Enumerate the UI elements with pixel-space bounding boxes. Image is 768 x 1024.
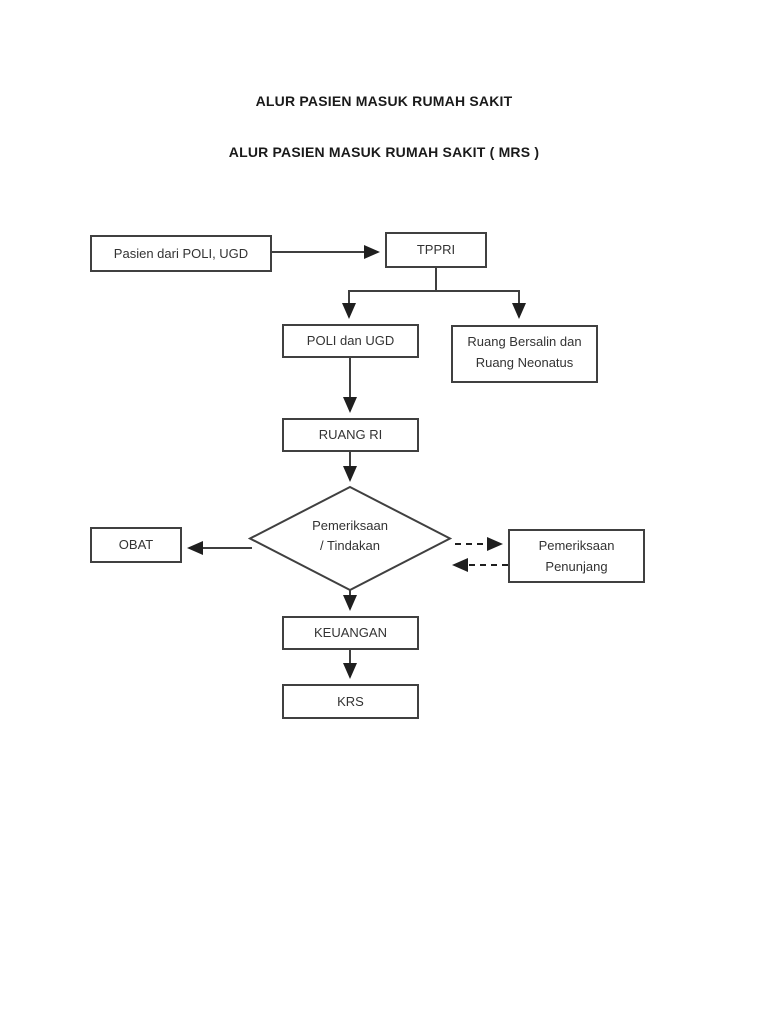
node-krs: KRS [282,684,419,719]
node-ruang-ri: RUANG RI [282,418,419,452]
page-subtitle: ALUR PASIEN MASUK RUMAH SAKIT ( MRS ) [228,144,540,160]
node-label: OBAT [118,537,154,552]
node-label-line2: Ruang Neonatus [475,355,574,370]
node-label-line1: Pemeriksaan [312,518,388,533]
node-label: Pasien dari POLI, UGD [113,245,249,261]
node-label-line1: Pemeriksaan [538,538,615,553]
node-label: RUANG RI [318,427,383,442]
node-keuangan: KEUANGAN [282,616,419,650]
node-label-line2: / Tindakan [320,538,380,553]
node-pemeriksaan-tindakan-label: Pemeriksaan / Tindakan [250,516,450,556]
page-title: ALUR PASIEN MASUK RUMAH SAKIT [255,93,513,109]
node-pasien-dari-poli-ugd: Pasien dari POLI, UGD [90,235,272,272]
node-label-line2: Penunjang [545,559,608,574]
node-label: KEUANGAN [314,625,387,640]
node-pemeriksaan-penunjang: Pemeriksaan Penunjang [508,529,645,583]
node-label: POLI dan UGD [306,333,395,348]
node-label: KRS [337,693,364,709]
node-tppri: TPPRI [385,232,487,268]
node-poli-dan-ugd: POLI dan UGD [282,324,419,358]
node-ruang-bersalin-neonatus: Ruang Bersalin dan Ruang Neonatus [451,325,598,383]
node-obat: OBAT [90,527,182,563]
node-label-line1: Ruang Bersalin dan [467,334,582,349]
node-label: TPPRI [416,242,456,257]
